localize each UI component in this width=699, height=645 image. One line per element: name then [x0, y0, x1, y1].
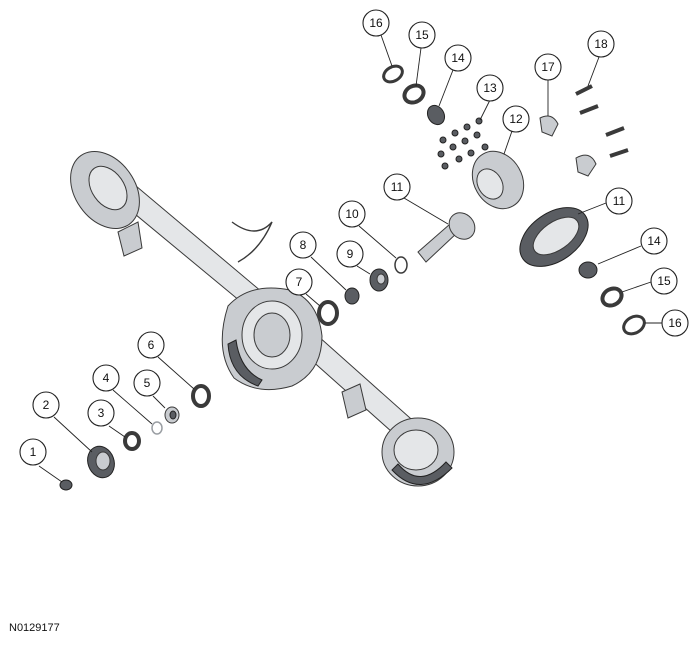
callout-7-label: 7 — [296, 275, 303, 289]
callout-8: 8 — [289, 231, 347, 291]
callout-11-ring-gear-label: 11 — [613, 194, 626, 208]
callout-1-label: 1 — [30, 445, 37, 459]
part-spacer-8 — [344, 287, 360, 305]
callout-14-upper: 14 — [438, 44, 472, 107]
callout-14-lower-label: 14 — [647, 234, 661, 248]
callout-7: 7 — [285, 268, 321, 307]
callout-13-label: 13 — [483, 81, 497, 95]
callout-13: 13 — [476, 74, 504, 121]
callout-8-label: 8 — [300, 238, 307, 252]
part-carrier-bearing-lower — [578, 261, 598, 279]
part-cap-bolts — [575, 84, 629, 158]
callout-3-label: 3 — [98, 406, 105, 420]
callout-10: 10 — [338, 200, 397, 259]
callout-5: 5 — [133, 369, 166, 409]
callout-15-lower: 15 — [621, 267, 678, 295]
callout-16-upper: 16 — [362, 9, 393, 67]
part-shim-upper — [382, 64, 404, 84]
callout-10-label: 10 — [345, 207, 359, 221]
callout-9: 9 — [336, 240, 371, 275]
callout-17: 17 — [534, 53, 562, 116]
figure-id: N0129177 — [9, 622, 60, 634]
callouts: 1 2 3 4 5 6 7 — [19, 9, 689, 483]
part-ring-gear-bolts — [437, 117, 489, 170]
callout-12-label: 12 — [509, 112, 523, 126]
part-washer-4 — [151, 421, 163, 435]
callout-16-lower: 16 — [645, 309, 689, 337]
callout-6: 6 — [137, 331, 195, 390]
callout-2-label: 2 — [43, 398, 50, 412]
callout-16-upper-label: 16 — [369, 16, 383, 30]
part-pinion-flange — [87, 445, 115, 479]
callout-9-label: 9 — [347, 247, 354, 261]
part-pinion-nut — [59, 479, 73, 491]
callout-2: 2 — [32, 391, 93, 453]
callout-17-label: 17 — [541, 60, 555, 74]
part-shim-lower — [622, 314, 646, 336]
callout-1: 1 — [19, 438, 63, 483]
part-differential-case — [471, 150, 525, 210]
callout-11-ring-gear: 11 — [577, 187, 633, 215]
part-pinion-seal — [123, 431, 141, 451]
part-bearing-cup-lower — [600, 286, 624, 308]
callout-11-pinion-label: 11 — [391, 180, 404, 194]
callout-14-upper-label: 14 — [451, 51, 465, 65]
part-shim-10 — [394, 256, 408, 274]
part-bearing-5 — [164, 406, 180, 424]
callout-18: 18 — [587, 30, 615, 87]
part-bearing-9 — [369, 268, 389, 292]
part-bearing-cup-7 — [317, 300, 339, 326]
callout-4: 4 — [92, 364, 153, 425]
part-ring-gear — [519, 207, 589, 267]
callout-15-upper: 15 — [408, 21, 436, 87]
callout-18-label: 18 — [594, 37, 608, 51]
callout-16-lower-label: 16 — [668, 316, 682, 330]
callout-15-lower-label: 15 — [657, 274, 671, 288]
callout-4-label: 4 — [103, 371, 110, 385]
callout-5-label: 5 — [144, 376, 151, 390]
part-bearing-cup-upper — [402, 83, 426, 105]
part-drive-pinion — [417, 212, 476, 263]
part-carrier-bearing-upper — [426, 104, 446, 126]
part-bearing-cup-6 — [191, 384, 211, 408]
callout-11-pinion: 11 — [383, 173, 449, 225]
part-bearing-caps — [539, 115, 597, 177]
callout-14-lower: 14 — [597, 227, 668, 265]
callout-15-upper-label: 15 — [415, 28, 429, 42]
callout-3: 3 — [87, 399, 126, 438]
axle-housing — [70, 151, 455, 487]
callout-12: 12 — [502, 105, 530, 155]
callout-6-label: 6 — [148, 338, 155, 352]
